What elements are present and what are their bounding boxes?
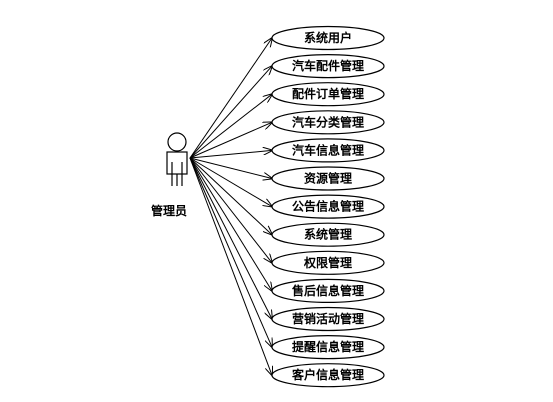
association-line: [189, 150, 272, 159]
use-case-ellipse: [271, 222, 385, 247]
use-case-ellipse: [271, 53, 385, 79]
use-case-node[interactable]: 公告信息管理: [271, 194, 385, 219]
use-case-node[interactable]: 汽车配件管理: [271, 53, 385, 79]
use-case-label: 资源管理: [304, 171, 352, 186]
association-line: [189, 157, 272, 347]
use-case-node[interactable]: 资源管理: [271, 166, 385, 191]
use-case-label: 提醒信息管理: [292, 339, 364, 354]
use-case-label: 汽车配件管理: [292, 58, 364, 73]
use-case-node[interactable]: 汽车信息管理: [271, 138, 385, 163]
use-case-label: 权限管理: [303, 255, 352, 270]
association-line: [189, 38, 272, 159]
association-line: [189, 157, 272, 291]
association-line: [189, 157, 272, 235]
association-line: [189, 94, 272, 159]
use-case-node[interactable]: 权限管理: [271, 250, 385, 275]
use-case-label: 公告信息管理: [292, 199, 364, 214]
use-case-ellipse: [271, 138, 385, 163]
use-case-node[interactable]: 提醒信息管理: [271, 335, 385, 360]
use-case-node[interactable]: 配件订单管理: [271, 82, 385, 107]
use-case-ellipse: [271, 335, 385, 360]
actor-name-label: 管理员: [151, 203, 187, 218]
use-case-label: 汽车信息管理: [292, 142, 364, 157]
association-line: [189, 157, 272, 319]
association-lines: [189, 38, 272, 375]
association-line: [189, 157, 272, 207]
use-case-label: 配件订单管理: [292, 86, 364, 101]
use-case-ellipse: [271, 82, 385, 107]
association-line: [189, 66, 272, 159]
use-case-node[interactable]: 售后信息管理: [271, 278, 385, 303]
use-case-ellipse: [271, 363, 385, 388]
use-case-node[interactable]: 系统管理: [271, 222, 385, 247]
association-line: [189, 157, 272, 263]
use-case-ellipse: [271, 306, 385, 332]
association-line: [189, 157, 272, 179]
use-cases: 系统用户汽车配件管理配件订单管理汽车分类管理汽车信息管理资源管理公告信息管理系统…: [271, 25, 385, 388]
use-case-node[interactable]: 客户信息管理: [271, 363, 385, 388]
use-case-node[interactable]: 系统用户: [271, 25, 385, 51]
use-case-label: 汽车分类管理: [292, 114, 364, 129]
use-case-node[interactable]: 汽车分类管理: [271, 110, 385, 135]
use-case-label: 售后信息管理: [292, 283, 364, 298]
association-line: [189, 122, 272, 159]
use-case-label: 系统用户: [304, 30, 352, 45]
use-case-ellipse: [271, 278, 385, 303]
use-case-ellipse: [271, 25, 385, 51]
use-case-ellipse: [271, 250, 385, 275]
actor-stick-figure-icon: [166, 132, 188, 186]
use-case-node[interactable]: 营销活动管理: [271, 306, 385, 332]
use-case-label: 系统管理: [304, 227, 352, 242]
use-case-label: 客户信息管理: [291, 367, 364, 382]
association-line: [189, 157, 272, 375]
use-case-label: 营销活动管理: [292, 311, 364, 326]
use-case-ellipse: [271, 166, 385, 191]
use-case-ellipse: [271, 110, 385, 135]
use-case-ellipse: [271, 194, 385, 219]
actor-admin[interactable]: 管理员: [151, 132, 188, 218]
